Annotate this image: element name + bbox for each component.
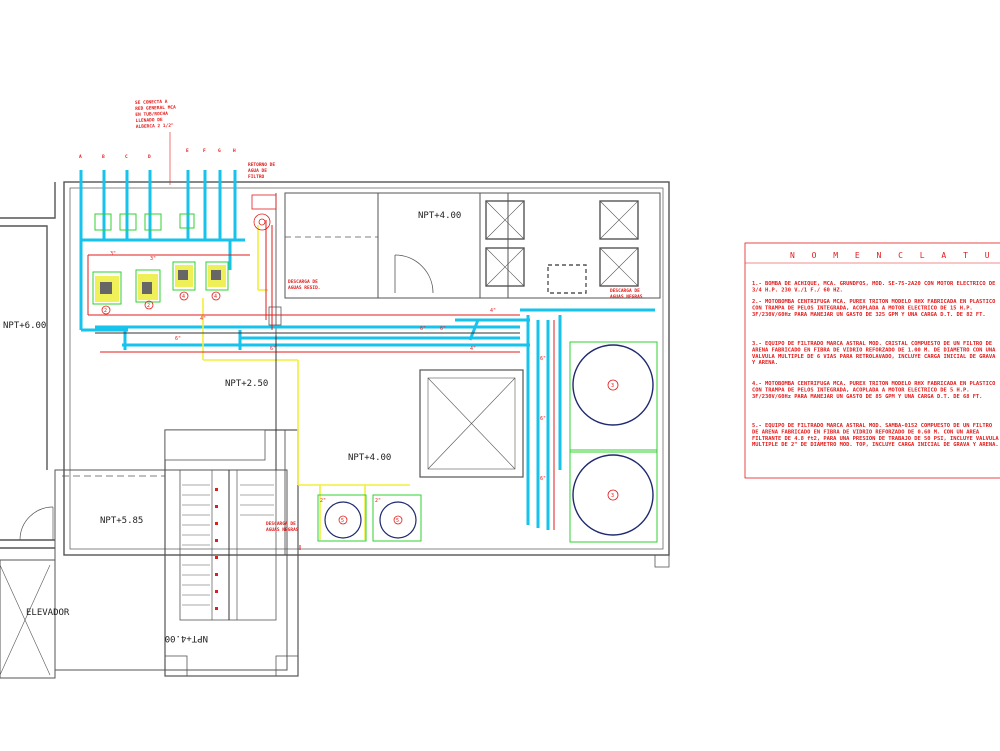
- room-label-npt585: NPT+5.85: [100, 516, 143, 526]
- svg-text:5: 5: [341, 518, 344, 524]
- legend-item-5: 5.- EQUIPO DE FILTRADO MARCA ASTRAL MOD.…: [752, 423, 999, 448]
- pipe-letters: A B C D E F G H: [79, 148, 236, 160]
- svg-text:H: H: [233, 148, 236, 154]
- svg-text:6": 6": [420, 326, 426, 332]
- legend-item-2: 2.- MOTOBOMBA CENTRIFUGA MCA. PUREX TRIT…: [752, 299, 995, 318]
- svg-text:2": 2": [375, 498, 381, 504]
- stair-markers: [215, 488, 218, 610]
- equipment-tag-text: 2 2 4 4 3 3 5 5: [104, 294, 614, 524]
- svg-text:3": 3": [150, 256, 156, 262]
- svg-text:E: E: [186, 148, 189, 154]
- svg-text:4": 4": [470, 346, 476, 352]
- svg-text:D: D: [148, 154, 151, 160]
- svg-text:4: 4: [214, 294, 217, 300]
- svg-text:6": 6": [270, 346, 276, 352]
- top-connection-note: SE CONECTA ARED GENERAL MCAEN TUB/ROCHAL…: [135, 99, 177, 185]
- svg-text:4": 4": [200, 316, 206, 322]
- red-piping: [87, 220, 555, 550]
- room-label-elevator: ELEVADOR: [26, 608, 70, 618]
- svg-text:4: 4: [182, 294, 185, 300]
- svg-text:5: 5: [396, 518, 399, 524]
- center-piping: [95, 332, 520, 620]
- svg-text:F: F: [203, 148, 206, 154]
- room-label-npt400-stair: NPT+4.00: [165, 633, 208, 643]
- svg-text:6": 6": [540, 416, 546, 422]
- cyan-piping: [79, 170, 655, 530]
- svg-text:2: 2: [104, 308, 107, 314]
- pump-fills: [95, 265, 226, 302]
- svg-text:2: 2: [147, 303, 150, 309]
- svg-text:6": 6": [540, 356, 546, 362]
- valve-unit: [251, 194, 277, 231]
- svg-text:3: 3: [611, 493, 614, 499]
- sand-filter-large-1: [569, 341, 658, 453]
- legend-item-1: 1.- BOMBA DE ACHIQUE, MCA. GRUNDFOS, MOD…: [752, 281, 995, 293]
- room-label-npt400-top: NPT+4.00: [418, 211, 461, 221]
- svg-text:6": 6": [175, 336, 181, 342]
- svg-text:6": 6": [540, 476, 546, 482]
- room-label-npt250: NPT+2.50: [225, 379, 268, 389]
- legend-title: N O M E N C L A T U R A: [790, 251, 1000, 260]
- svg-text:B: B: [102, 154, 105, 160]
- legend-item-4: 4.- MOTOBOMBA CENTRIFUGA MCA. PUREX TRIT…: [752, 381, 995, 400]
- sand-filter-small-2: [372, 494, 422, 542]
- pump-units-left: [92, 213, 229, 305]
- legend-box: N O M E N C L A T U R A 1.- BOMBA DE ACH…: [744, 242, 1000, 479]
- svg-text:4": 4": [490, 308, 496, 314]
- svg-text:SE CONECTA ARED GENERAL MCAEN: SE CONECTA ARED GENERAL MCAEN TUB/ROCHAL…: [135, 99, 177, 130]
- svg-text:A: A: [79, 154, 82, 160]
- svg-text:2": 2": [320, 498, 326, 504]
- stair-treads: [182, 484, 274, 606]
- svg-text:C: C: [125, 154, 128, 160]
- equipment-tags: [101, 291, 619, 525]
- pipe-size-tags: 3" 6" 6" 6" 4" 6" 6" 6" 3" 4" 2" 2" 4" 6": [110, 251, 546, 504]
- svg-text:G: G: [218, 148, 221, 154]
- sand-filter-large-2: [569, 449, 658, 543]
- pump-motors: [100, 270, 221, 294]
- building-walls: [0, 181, 670, 679]
- svg-text:6": 6": [440, 326, 446, 332]
- sand-filter-small-1: [317, 494, 367, 542]
- svg-text:3": 3": [110, 251, 116, 257]
- legend-item-3: 3.- EQUIPO DE FILTRADO MARCA ASTRAL MOD.…: [752, 341, 996, 366]
- svg-text:3: 3: [611, 383, 614, 389]
- room-label-npt600: NPT+6.00: [3, 321, 46, 331]
- room-label-npt400-center: NPT+4.00: [348, 453, 391, 463]
